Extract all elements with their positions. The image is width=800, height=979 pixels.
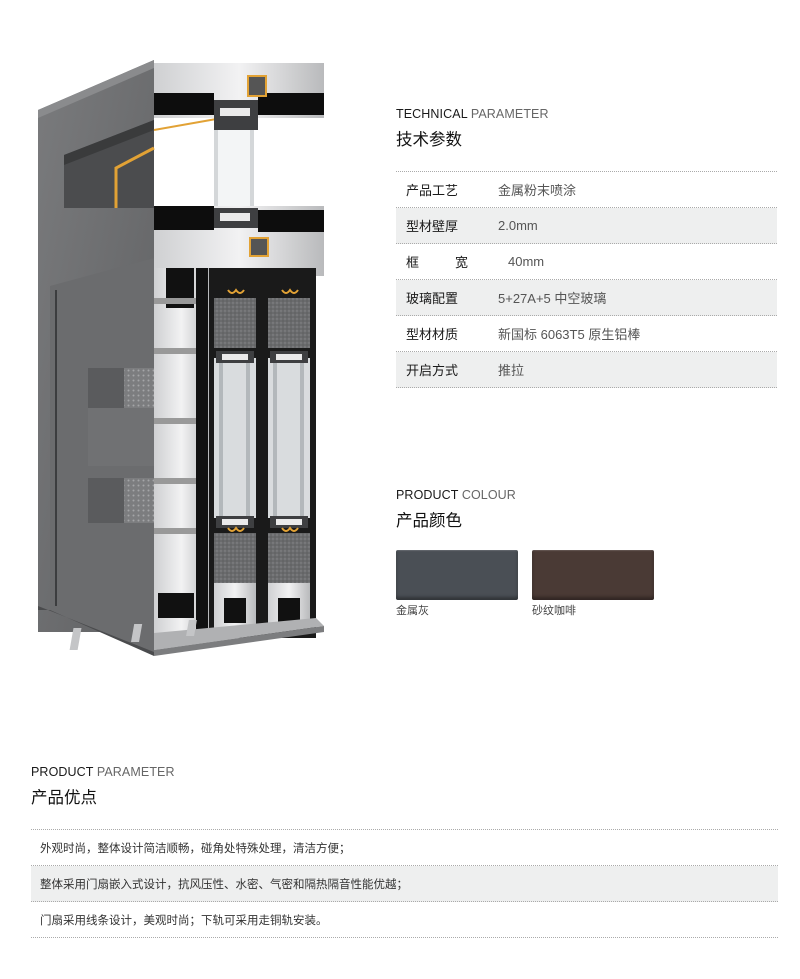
section-title-cn: 技术参数 (396, 131, 462, 149)
spec-row-glass: 玻璃配置 5+27A+5 中空玻璃 (396, 280, 777, 316)
technical-parameter-header: TECHNICAL PARAMETER 技术参数 (396, 107, 549, 150)
colour-swatch-metal-grey: 金属灰 (396, 550, 518, 618)
spec-row-wall-thickness: 型材壁厚 2.0mm (396, 208, 777, 244)
product-colour-header: PRODUCT COLOUR 产品颜色 (396, 488, 516, 531)
swatch-name: 金属灰 (396, 605, 429, 617)
spec-label: 型材壁厚 (406, 219, 459, 234)
colour-swatch-list: 金属灰 砂纹咖啡 (396, 550, 654, 618)
spec-label: 框 宽 (406, 255, 468, 270)
product-advantages-header: PRODUCT PARAMETER 产品优点 (31, 765, 175, 808)
spec-value: 金属粉末喷涂 (498, 183, 577, 198)
section-title-en: PRODUCT COLOUR (396, 488, 516, 502)
advantage-item: 整体采用门扇嵌入式设计，抗风压性、水密、气密和隔热隔音性能优越； (31, 866, 778, 902)
advantage-item: 门扇采用线条设计，美观时尚；下轨可采用走铜轨安装。 (31, 902, 778, 938)
spec-value: 40mm (508, 254, 545, 269)
spec-value: 推拉 (498, 363, 525, 378)
spec-label: 型材材质 (406, 327, 459, 342)
swatch-chip (532, 550, 654, 600)
door-profile-illustration (38, 60, 324, 656)
colour-swatch-coffee: 砂纹咖啡 (532, 550, 654, 618)
advantages-list: 外观时尚，整体设计简洁顺畅，碰角处特殊处理，清洁方便； 整体采用门扇嵌入式设计，… (31, 829, 778, 938)
spec-label: 玻璃配置 (406, 291, 459, 306)
section-title-en: TECHNICAL PARAMETER (396, 107, 549, 121)
spec-row-frame-width: 框 宽 40mm (396, 244, 777, 280)
section-title-en: PRODUCT PARAMETER (31, 765, 175, 779)
spec-value: 5+27A+5 中空玻璃 (498, 291, 607, 306)
section-title-cn: 产品优点 (31, 789, 97, 807)
technical-spec-table: 产品工艺 金属粉末喷涂 型材壁厚 2.0mm 框 宽 40mm 玻璃配置 5+2… (396, 171, 777, 388)
spec-label: 产品工艺 (406, 183, 459, 198)
spec-row-opening: 开启方式 推拉 (396, 352, 777, 388)
spec-row-material: 型材材质 新国标 6063T5 原生铝棒 (396, 316, 777, 352)
spec-value: 2.0mm (498, 218, 538, 233)
swatch-chip (396, 550, 518, 600)
advantage-item: 外观时尚，整体设计简洁顺畅，碰角处特殊处理，清洁方便； (31, 830, 778, 866)
spec-value: 新国标 6063T5 原生铝棒 (498, 327, 641, 342)
spec-label: 开启方式 (406, 363, 459, 378)
spec-row-process: 产品工艺 金属粉末喷涂 (396, 172, 777, 208)
swatch-name: 砂纹咖啡 (532, 605, 576, 617)
section-title-cn: 产品颜色 (396, 512, 462, 530)
product-cutaway-image (36, 58, 326, 658)
